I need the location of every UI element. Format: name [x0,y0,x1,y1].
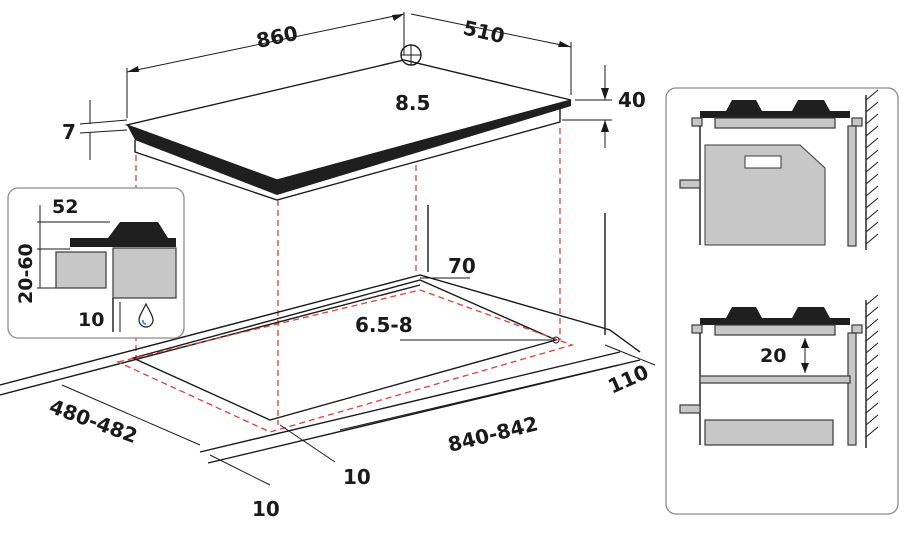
rear-clearance-label: 70 [448,254,476,278]
rear-wall-label: 110 [604,360,652,399]
dimension-cutout-depth: 480-482 [46,384,201,448]
dimension-rear-clearance: 70 [420,254,476,279]
side-clearance-label: 10 [252,497,280,521]
detail-box-left: 52 20-60 10 [7,187,185,339]
dimension-width: 860 [126,12,405,118]
depth-label: 510 [461,15,507,48]
cutout-depth-label: 480-482 [46,394,140,448]
dimension-glass: 7 [62,100,128,160]
dimension-rear-wall: 110 [604,344,656,399]
hob-illustration [124,44,572,201]
width-label: 860 [254,21,300,53]
cutout-width-label: 840-842 [445,411,540,456]
dimension-side-clearance: 10 [209,454,280,521]
hob-over-drawer-scene: 20 [679,294,879,448]
hob-side-edge [277,100,571,195]
detail-panel-right: 20 [665,87,899,515]
gas-offset-label: 8.5 [395,91,430,115]
dimension-depth: 510 [410,13,572,95]
cutout [116,279,575,433]
corner-radius-label: 6.5-8 [355,313,413,337]
thickness-label: 40 [618,88,646,112]
dimension-thickness: 40 [562,65,646,148]
dimension-cutout-width: 840-842 [339,364,619,457]
front-clearance-label: 10 [343,465,371,489]
right-gap-label: 20 [760,345,786,367]
hob-front-edge [127,125,277,195]
dimension-corner-radius: 6.5-8 [355,313,552,341]
water-drop-icon [138,302,154,328]
left-worktop-label: 20-60 [15,243,37,304]
dimension-front-clearance: 10 [279,424,371,489]
hob-over-oven-scene [679,89,879,250]
left-height-label: 52 [52,196,78,218]
glass-label: 7 [62,120,76,144]
left-gap-label: 10 [78,309,104,331]
